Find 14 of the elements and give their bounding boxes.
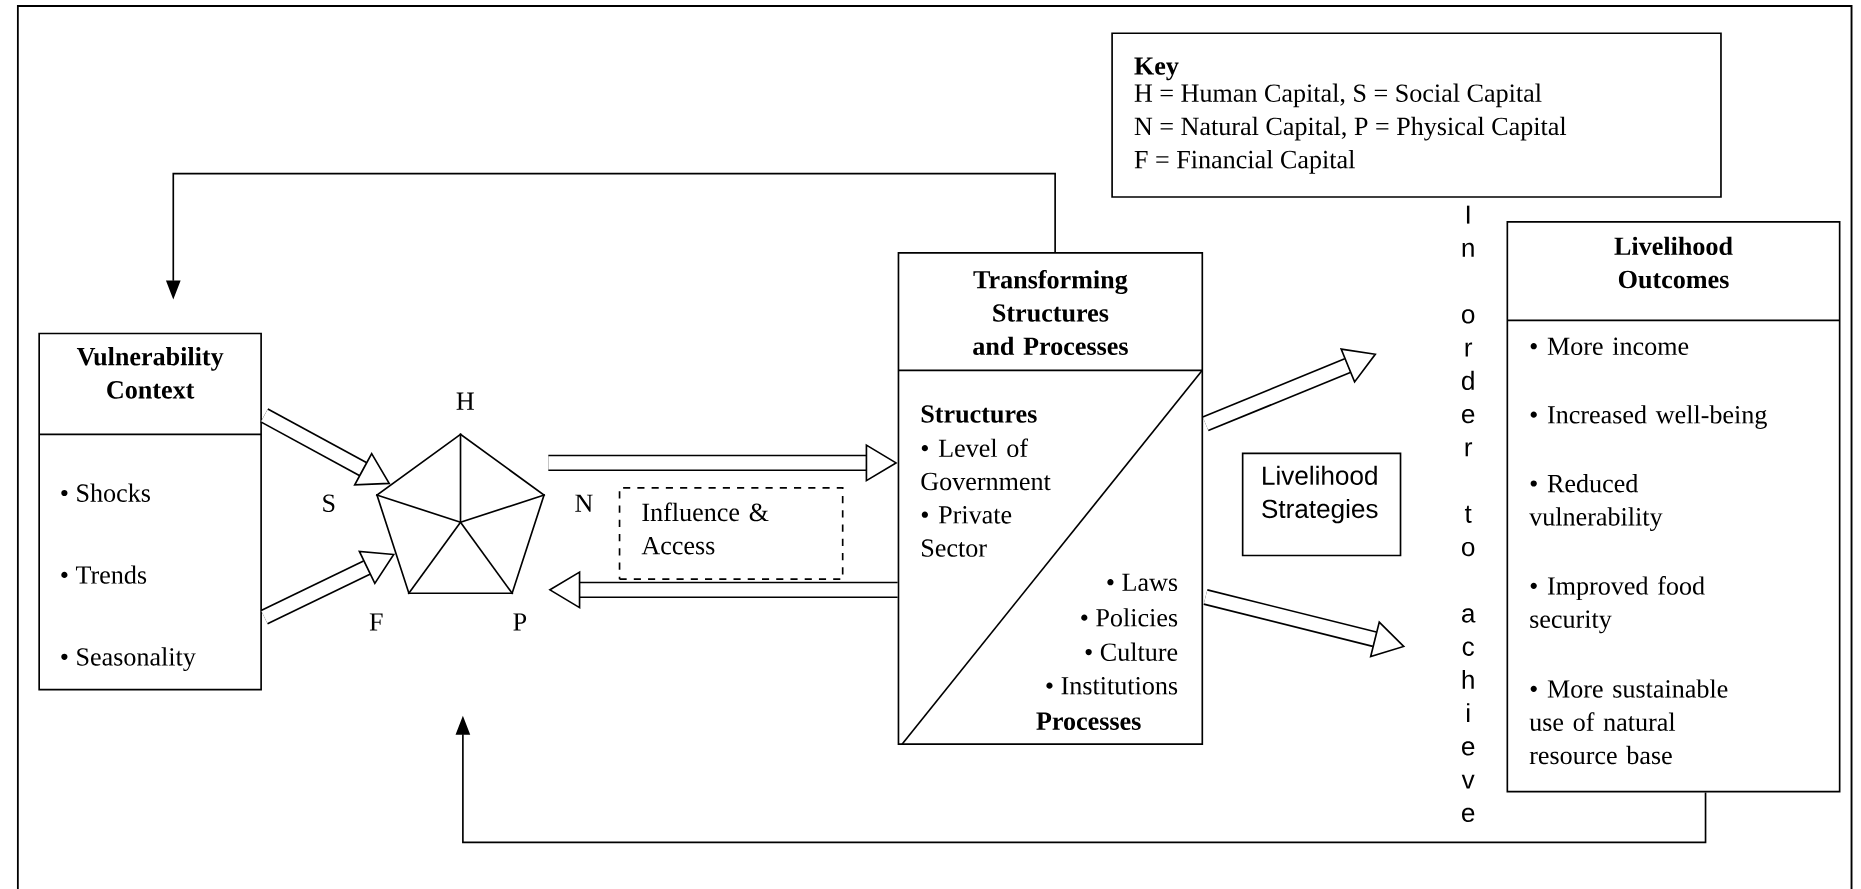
pentagon-drawing: H S N F P — [323, 392, 593, 631]
node-label: F — [369, 613, 383, 631]
context-box: Vulnerability Context • Shocks • Trends • Seasonality — [38, 332, 262, 691]
node-label: N — [575, 494, 593, 512]
node-label: H — [456, 392, 474, 410]
vertical-text: In order to achieve — [1461, 205, 1476, 823]
structures-box: Transforming Structures and Processes Structures • Level of Government • Private Sector • Laws • Policies • Culture • Institutions Processes — [897, 252, 1204, 745]
node-label: S — [323, 494, 335, 513]
key-box: Key H = Human Capital, S = Social Capital N = Natural Capital, P = Physical Capital F = Financial Capital — [1111, 32, 1722, 198]
block-arrow — [1202, 348, 1377, 432]
node-label: P — [513, 613, 527, 631]
outcomes-box: Livelihood Outcomes • More income • Increased well-being • Reduced vulnerability • Improved food security • More sustainable use of natural resource base — [1506, 221, 1841, 793]
dashed-box: Influence & Access — [618, 487, 844, 581]
strategies-box: Livelihood Strategies — [1241, 452, 1402, 557]
